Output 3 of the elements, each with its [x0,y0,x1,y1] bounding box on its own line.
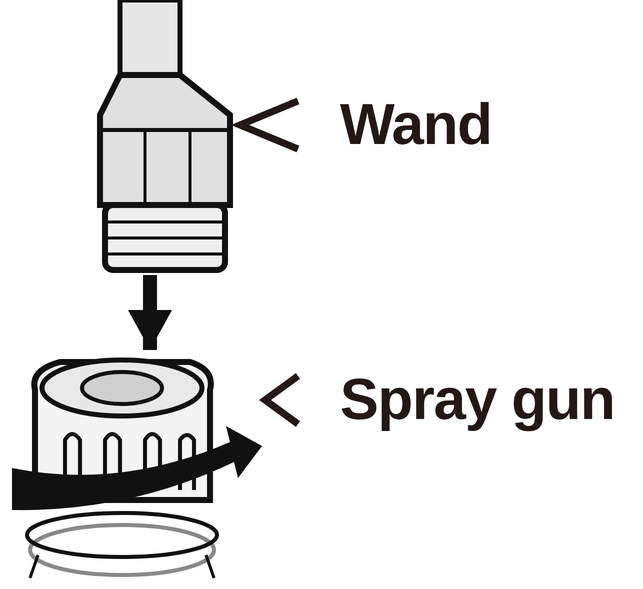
arrow [128,275,172,350]
part-label: Wand [298,90,520,160]
part-label: Spray gun [298,365,630,435]
